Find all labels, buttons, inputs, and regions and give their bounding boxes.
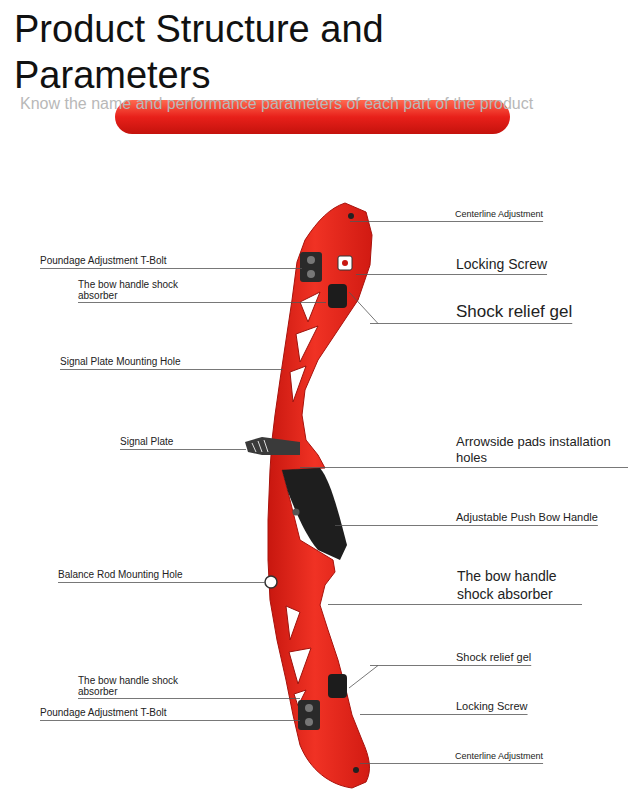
leader-line <box>360 763 543 764</box>
signal-plate-symbol <box>245 437 300 455</box>
part-label: Locking Screw <box>456 700 528 713</box>
part-label-holder: Signal Plate <box>120 436 173 448</box>
part-label: The bow handle shock absorber <box>78 279 190 301</box>
part-label: Centerline Adjustment <box>455 209 543 220</box>
part-label: Poundage Adjustment T-Bolt <box>40 255 167 267</box>
lower-limb-pocket <box>298 674 359 773</box>
part-label-holder: Balance Rod Mounting Hole <box>58 569 183 581</box>
leader-line <box>58 582 265 583</box>
leader-line <box>349 666 378 689</box>
page-title: Product Structure and Parameters <box>14 6 444 98</box>
part-label: Signal Plate Mounting Hole <box>60 356 181 368</box>
leader-line <box>120 449 246 450</box>
leader-line <box>356 274 547 275</box>
part-label: The bow handle shock absorber <box>78 675 190 697</box>
grip-screw <box>293 509 300 516</box>
part-label: Shock relief gel <box>456 302 572 322</box>
part-label-holder: Arrowside pads installation holes <box>456 434 628 466</box>
subtitle-holder: Know the name and performance parameters… <box>20 94 533 113</box>
leader-line <box>335 525 598 526</box>
part-label: The bow handle shock absorber <box>457 567 582 603</box>
leader-line <box>60 369 283 370</box>
leader-line <box>300 467 628 468</box>
leader-line <box>328 604 582 605</box>
leader-line <box>370 323 572 324</box>
part-label: Arrowside pads installation holes <box>456 434 628 466</box>
part-label: Poundage Adjustment T-Bolt <box>40 707 167 719</box>
part-label-holder: Locking Screw <box>456 256 547 273</box>
part-label: Locking Screw <box>456 256 547 273</box>
part-label: Centerline Adjustment <box>455 751 543 762</box>
part-label-holder: Centerline Adjustment <box>455 751 543 762</box>
subtitle: Know the name and performance parameters… <box>20 94 533 113</box>
part-label-holder: The bow handle shock absorber <box>78 279 190 301</box>
part-label-holder: Poundage Adjustment T-Bolt <box>40 255 167 267</box>
leader-line <box>360 714 528 715</box>
part-label-holder: Centerline Adjustment <box>455 209 543 220</box>
leader-line <box>78 302 326 303</box>
part-label: Balance Rod Mounting Hole <box>58 569 183 581</box>
riser-body <box>268 203 372 788</box>
part-label-holder: Locking Screw <box>456 700 528 713</box>
part-label: Shock relief gel <box>456 651 531 664</box>
leader-line <box>40 268 302 269</box>
leader-line <box>349 292 378 324</box>
leader-line <box>78 698 300 699</box>
part-label-holder: Shock relief gel <box>456 651 531 664</box>
part-label-holder: Shock relief gel <box>456 302 572 322</box>
grip <box>282 468 347 560</box>
part-label-holder: Poundage Adjustment T-Bolt <box>40 707 167 719</box>
balance-rod-hole <box>265 576 277 588</box>
page-title-holder: Product Structure and Parameters <box>14 6 444 98</box>
part-label-holder: Adjustable Push Bow Handle <box>456 511 598 524</box>
leader-line <box>40 720 300 721</box>
leader-line <box>370 665 531 666</box>
part-label-holder: The bow handle shock absorber <box>78 675 190 697</box>
part-label: Signal Plate <box>120 436 173 448</box>
upper-limb-pocket <box>300 213 354 308</box>
part-label-holder: The bow handle shock absorber <box>457 567 582 603</box>
part-label: Adjustable Push Bow Handle <box>456 511 598 524</box>
leader-line <box>350 221 543 222</box>
part-label-holder: Signal Plate Mounting Hole <box>60 356 181 368</box>
